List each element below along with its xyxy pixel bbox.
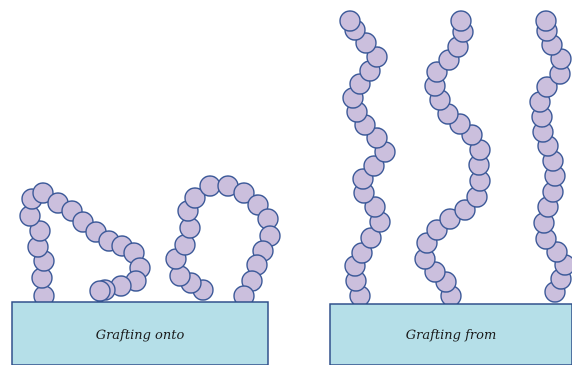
monomer-bead [200,176,220,196]
polymer-chain-4 [415,11,490,306]
polymer-chains [20,11,572,306]
polymer-chain-5 [530,11,572,302]
substrate-grafting-onto: Grafting onto [12,302,268,365]
polymer-chain-3 [340,11,395,306]
monomer-bead [536,11,556,31]
substrate-grafting-from: Grafting from [330,304,572,365]
polymer-chain-2 [166,176,280,306]
monomer-bead [90,281,110,301]
polymer-chain-1 [20,183,150,306]
monomer-bead [451,11,471,31]
substrate-label-onto: Grafting onto [96,328,185,343]
substrate-label-from: Grafting from [406,328,497,343]
monomer-bead [340,11,360,31]
